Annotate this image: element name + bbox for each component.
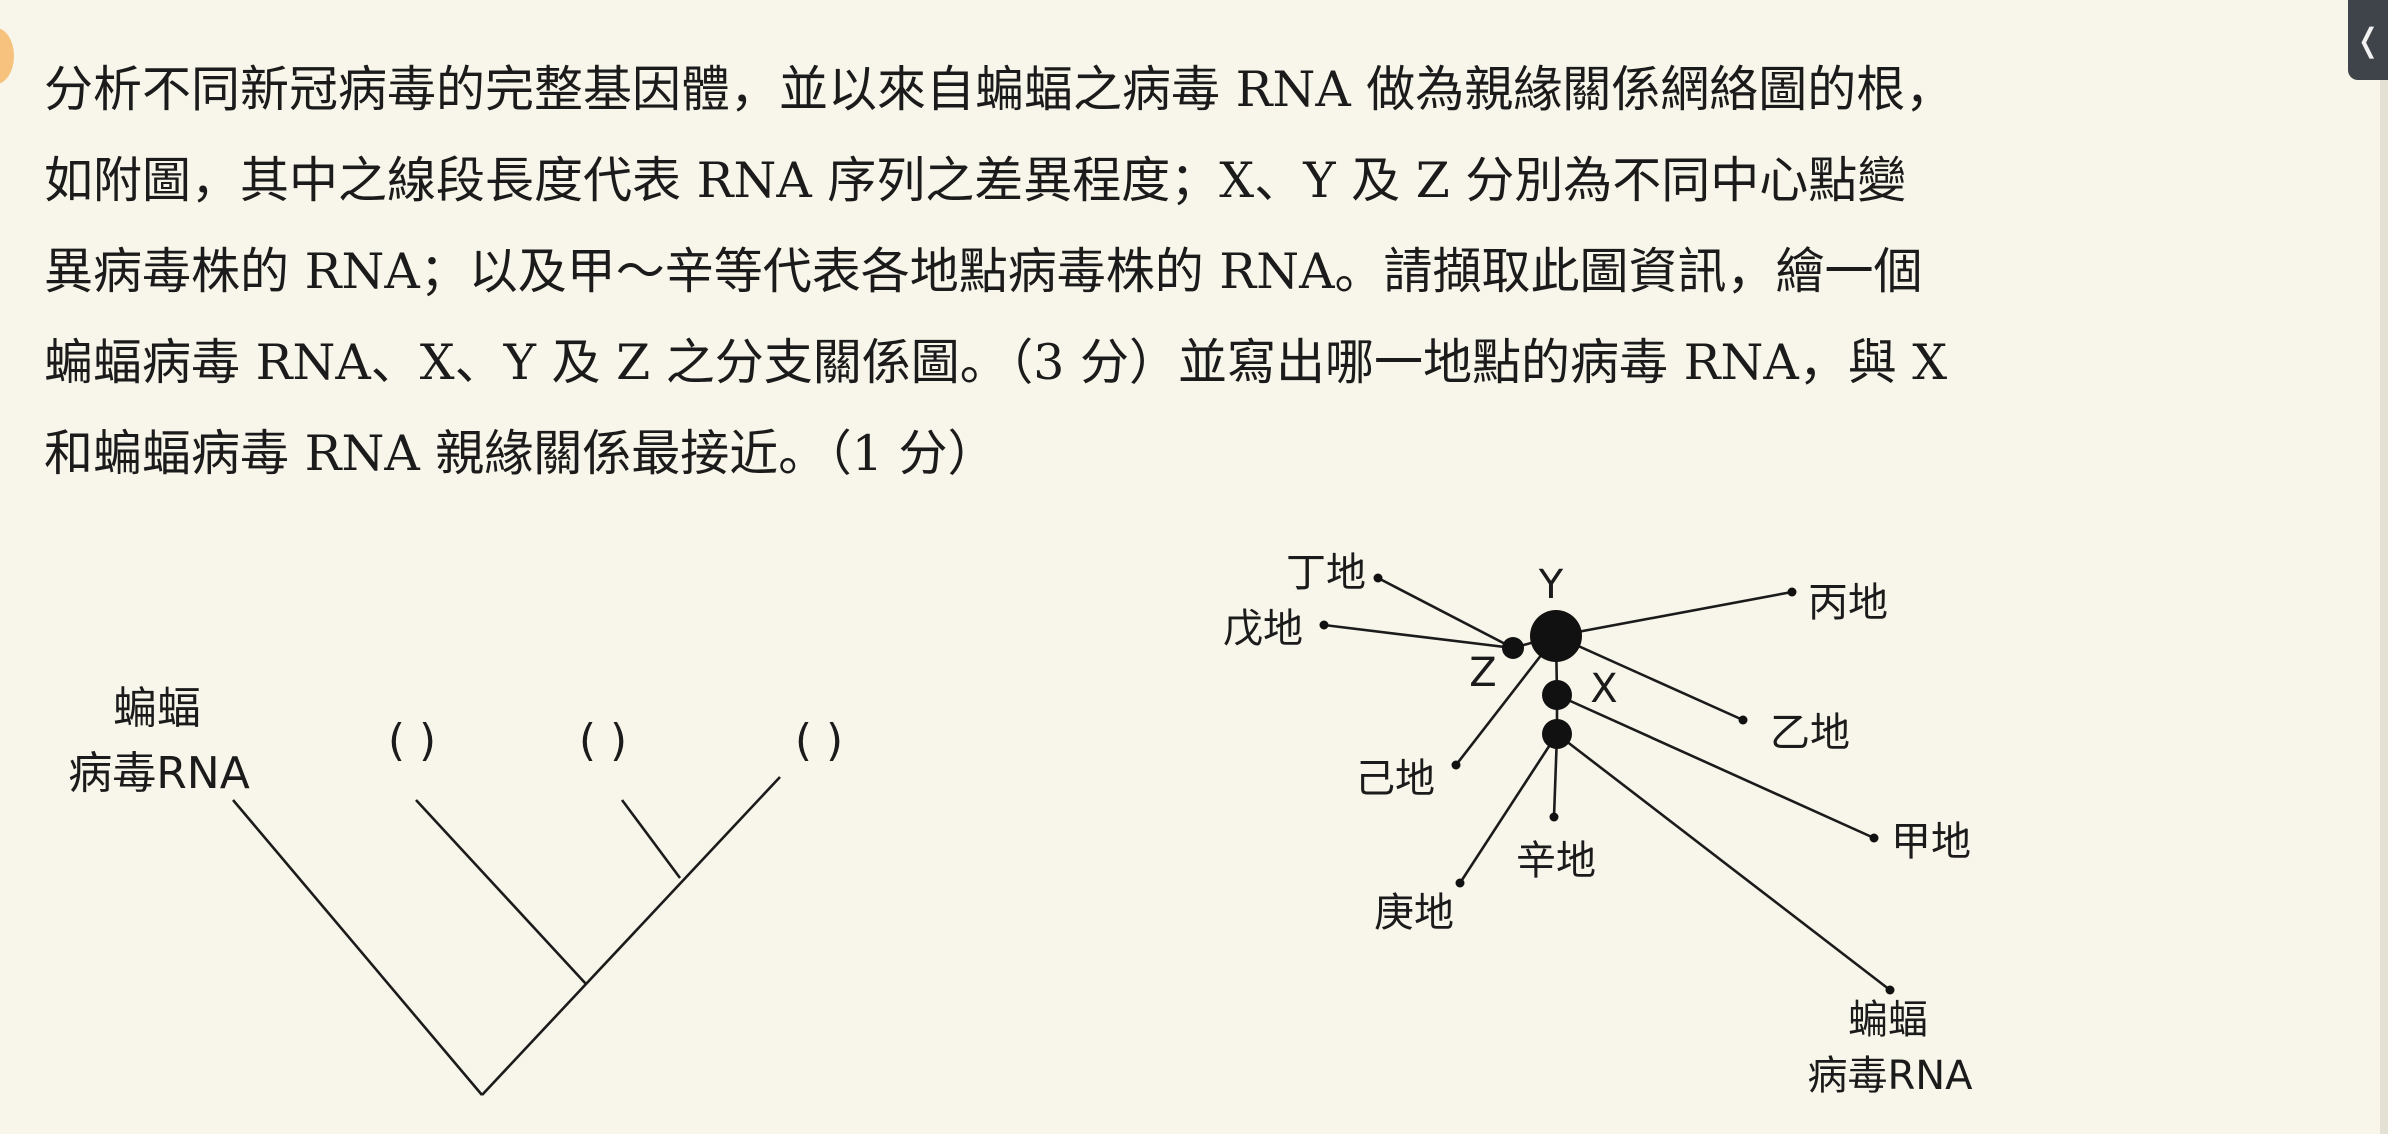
- site-label-bing: 丙地: [1808, 580, 1888, 626]
- cladogram-branch-1: [415, 799, 587, 985]
- question-line-4: 蝙蝠病毒 RNA、X、Y 及 Z 之分支關係圖。（3 分）並寫出哪一地點的病毒 …: [44, 334, 1948, 391]
- site-label-bat-line1: 蝙蝠: [1848, 997, 1928, 1043]
- node-x: [1542, 680, 1572, 710]
- edge-bat: [1556, 732, 1891, 992]
- edge-jia: [1556, 693, 1875, 840]
- question-line-1: 分析不同新冠病毒的完整基因體，並以來自蝙蝠之病毒 RNA 做為親緣關係網絡圖的根…: [44, 61, 1955, 118]
- site-label-jia: 甲地: [1891, 819, 1971, 865]
- answer-blank-3[interactable]: ( ): [795, 715, 843, 766]
- node-label-x: X: [1590, 666, 1617, 712]
- cladogram-branch-2: [620, 799, 682, 879]
- site-dot-geng: [1455, 878, 1465, 888]
- question-text: 分析不同新冠病毒的完整基因體，並以來自蝙蝠之病毒 RNA 做為親緣關係網絡圖的根…: [44, 44, 2344, 499]
- node-z: [1502, 637, 1524, 659]
- network: Y Z X 丁地 戊地 丙地 乙地 己地 甲地 辛地 庚地 蝙蝠 病毒RNA: [1223, 550, 1973, 1099]
- site-dot-yi: [1738, 715, 1748, 725]
- edge-wu: [1323, 623, 1514, 650]
- answer-blank-1[interactable]: ( ): [388, 715, 436, 766]
- site-label-ji: 己地: [1355, 756, 1435, 802]
- cladogram: 蝙蝠 病毒RNA ( ) ( ) ( ): [68, 683, 843, 1096]
- site-label-yi: 乙地: [1770, 710, 1850, 756]
- site-label-ding: 丁地: [1286, 550, 1366, 596]
- chevron-left-icon: ❬: [2354, 21, 2382, 59]
- answer-blank-2[interactable]: ( ): [579, 715, 627, 766]
- question-line-5: 和蝙蝠病毒 RNA 親緣關係最接近。（1 分）: [44, 425, 997, 482]
- edge-yi: [1555, 634, 1744, 722]
- side-marker: [0, 28, 14, 84]
- collapse-panel-button[interactable]: ❬: [2348, 0, 2388, 80]
- site-label-geng: 庚地: [1374, 890, 1454, 936]
- site-label-bat-line2: 病毒RNA: [1807, 1053, 1973, 1099]
- edge-ji: [1454, 635, 1558, 766]
- site-dot-bing: [1787, 587, 1797, 597]
- edge-geng: [1458, 733, 1559, 884]
- question-line-2: 如附圖，其中之線段長度代表 RNA 序列之差異程度；X、Y 及 Z 分別為不同中…: [44, 152, 1907, 209]
- right-edge-scrollbar[interactable]: [2380, 80, 2388, 1134]
- site-dot-jia: [1869, 833, 1879, 843]
- site-dot-ding: [1373, 573, 1383, 583]
- site-dot-xin: [1549, 812, 1559, 822]
- question-line-3: 異病毒株的 RNA；以及甲～辛等代表各地點病毒株的 RNA。請擷取此圖資訊，繪一…: [44, 243, 1923, 300]
- site-label-wu: 戊地: [1223, 606, 1303, 652]
- cladogram-root-label-line2: 病毒RNA: [68, 748, 250, 799]
- cladogram-root-label-line1: 蝙蝠: [113, 683, 201, 734]
- edge-ding: [1377, 576, 1514, 650]
- cladogram-branch-root: [232, 799, 483, 1096]
- site-dot-ji: [1451, 760, 1461, 770]
- site-dot-wu: [1319, 620, 1329, 630]
- edge-bing: [1555, 590, 1793, 638]
- node-label-z: Z: [1469, 650, 1496, 696]
- node-y: [1530, 610, 1582, 662]
- node-x-mid: [1542, 719, 1572, 749]
- cladogram-branch-main: [481, 776, 781, 1096]
- site-label-xin: 辛地: [1516, 838, 1596, 884]
- node-label-y: Y: [1538, 562, 1564, 608]
- site-dot-bat: [1885, 985, 1895, 995]
